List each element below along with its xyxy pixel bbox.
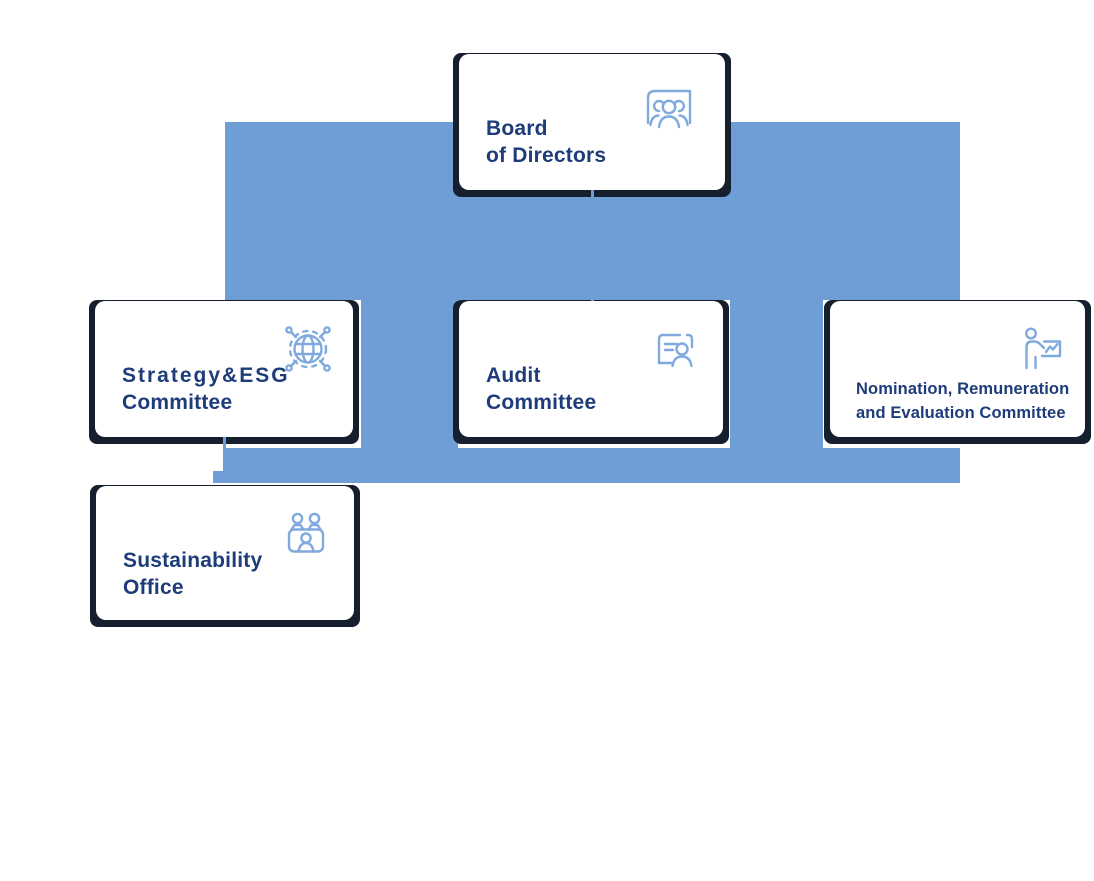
title-line-1: Nomination, Remuneration [856,380,1070,398]
node-strategy-esg-committee: Strategy&ESG Committee [89,300,359,444]
connector-line-strategy-to-sustainability [223,435,226,483]
node-nomination-remuneration-evaluation-committee: Nomination, Remuneration and Evaluation … [824,300,1091,444]
title-line-1: Audit [486,364,541,387]
node-board-of-directors: Board of Directors [453,53,731,197]
node-sustainability-office: Sustainability Office [90,485,360,627]
card-surface [830,301,1085,437]
card-surface [96,486,354,620]
title-line-2: and Evaluation Committee [856,404,1066,422]
connector-strip-left [361,299,458,449]
title-line-2: Committee [122,391,233,414]
card-title: Strategy&ESG Committee [122,362,290,416]
card-surface [459,54,725,190]
card-title: Sustainability Office [123,547,262,601]
card-surface [459,301,723,437]
connector-bar-bottom [225,448,960,483]
connector-line-board-to-audit [591,188,594,305]
title-line-2: Office [123,576,184,599]
presenter-chart-icon [1019,325,1065,371]
card-title: Audit Committee [486,362,596,416]
boardroom-people-icon [643,83,695,131]
id-card-person-icon [651,325,699,373]
card-surface [95,301,353,437]
meeting-desk-icon [280,509,332,559]
node-audit-committee: Audit Committee [453,300,729,444]
title-line-1: Strategy&ESG [122,364,290,387]
title-line-2: Committee [486,391,597,414]
title-line-2: of Directors [486,144,607,167]
network-globe-icon [277,318,339,380]
title-line-1: Board [486,117,548,140]
card-title: Board of Directors [486,115,606,169]
card-title: Nomination, Remuneration and Evaluation … [856,377,1069,425]
title-line-1: Sustainability [123,549,263,572]
connector-strip-right [730,299,823,449]
